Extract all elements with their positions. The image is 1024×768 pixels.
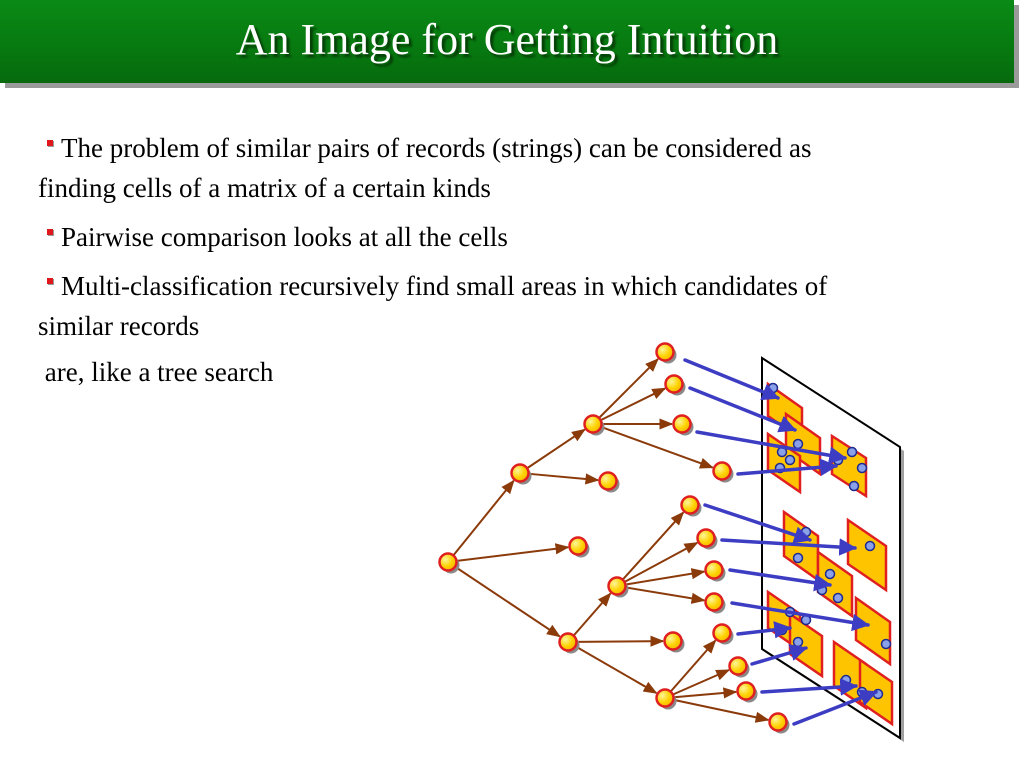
tree-node-icon xyxy=(736,681,756,701)
matrix-point-icon xyxy=(767,382,779,394)
tree-node-icon xyxy=(663,631,683,651)
matrix-point-icon xyxy=(840,674,852,686)
pointer-arrow xyxy=(720,538,857,556)
tree-edge-arrow xyxy=(601,426,714,469)
tree-edge-arrow xyxy=(526,428,586,469)
tree-node-icon xyxy=(598,471,618,491)
tree-edge-arrow xyxy=(575,645,658,694)
tree-edge-arrow xyxy=(598,358,659,419)
tree-edge-arrow xyxy=(622,511,685,580)
tree-node-icon xyxy=(672,414,692,434)
matrix-point-icon xyxy=(792,636,804,648)
bullet-item-1: The problem of similar pairs of records … xyxy=(38,128,868,208)
tree-node-icon xyxy=(768,712,788,732)
matrix-point-icon xyxy=(848,480,860,492)
tree-node-icon xyxy=(510,463,530,483)
tree-edge-arrow xyxy=(528,472,600,485)
slide-title: An Image for Getting Intuition xyxy=(235,15,779,64)
tree-node-icon xyxy=(696,528,716,548)
tree-edge-arrow xyxy=(673,687,738,699)
bullet-text-2: Pairwise comparison looks at all the cel… xyxy=(61,222,508,252)
bullet-marker-icon xyxy=(47,229,53,235)
matrix-point-icon xyxy=(816,584,828,596)
tree-node-icon xyxy=(680,495,700,515)
matrix-point-icon xyxy=(856,462,868,474)
tree-edge-arrow xyxy=(576,635,665,647)
matrix-point-icon xyxy=(864,540,876,552)
tree-edge-arrow xyxy=(624,541,699,583)
bullet-item-2: Pairwise comparison looks at all the cel… xyxy=(38,217,868,257)
bullet-text-3: Multi-classification recursively find sm… xyxy=(38,271,828,341)
tree-edge-arrow xyxy=(600,387,667,421)
pointer-arrow xyxy=(792,689,878,726)
tree-node-icon xyxy=(664,374,684,394)
tree-node-icon xyxy=(704,592,724,612)
tree-edge-arrow xyxy=(670,639,717,692)
pointer-arrow xyxy=(695,430,847,464)
pointer-arrow xyxy=(736,621,792,639)
matrix-point-icon xyxy=(784,454,796,466)
bullet-list: The problem of similar pairs of records … xyxy=(38,128,868,401)
tree-node-icon xyxy=(568,536,588,556)
tree-node-icon xyxy=(712,461,732,481)
tree-node-icon xyxy=(704,560,724,580)
pointer-arrow xyxy=(683,358,780,401)
bullet-marker-icon xyxy=(47,140,53,146)
tree-edge-arrow xyxy=(625,568,706,586)
tree-node-icon xyxy=(655,688,675,708)
tree-edge-arrow xyxy=(673,698,770,723)
bullet-item-3: Multi-classification recursively find sm… xyxy=(38,266,868,346)
matrix-point-icon xyxy=(824,568,836,580)
tree-node-icon xyxy=(728,656,748,676)
tree-node-icon xyxy=(712,623,732,643)
matrix-point-icon xyxy=(846,446,858,458)
matrix-point-icon xyxy=(880,638,892,650)
tree-edge-arrow xyxy=(672,669,731,696)
tree-edge-arrow xyxy=(452,479,515,556)
tree-node-icon xyxy=(558,632,578,652)
tree-edge-arrow xyxy=(456,543,570,562)
tree-edge-arrow xyxy=(625,586,706,604)
pointer-arrow xyxy=(736,458,838,477)
tree-edge-arrow xyxy=(573,592,612,636)
bullet-continuation: are, like a tree search xyxy=(38,357,274,387)
bullet-text-1: The problem of similar pairs of records … xyxy=(38,133,812,203)
pointer-arrow xyxy=(750,644,808,666)
tree-node-icon xyxy=(438,552,458,572)
tree-node-icon xyxy=(655,342,675,362)
pointer-arrow xyxy=(760,678,858,696)
title-bar: An Image for Getting Intuition xyxy=(0,0,1014,83)
pointer-arrow xyxy=(728,568,832,592)
tree-node-icon xyxy=(607,576,627,596)
matrix-point-icon xyxy=(792,552,804,564)
matrix-point-icon xyxy=(800,526,812,538)
pointer-arrow xyxy=(703,503,812,544)
matrix-point-icon xyxy=(792,438,804,450)
tree-edge-arrow xyxy=(454,566,561,638)
pointer-arrow xyxy=(688,386,797,433)
bullet-marker-icon xyxy=(47,278,53,284)
pointer-arrow xyxy=(730,601,870,632)
tree-node-icon xyxy=(583,414,603,434)
matrix-point-icon xyxy=(832,592,844,604)
